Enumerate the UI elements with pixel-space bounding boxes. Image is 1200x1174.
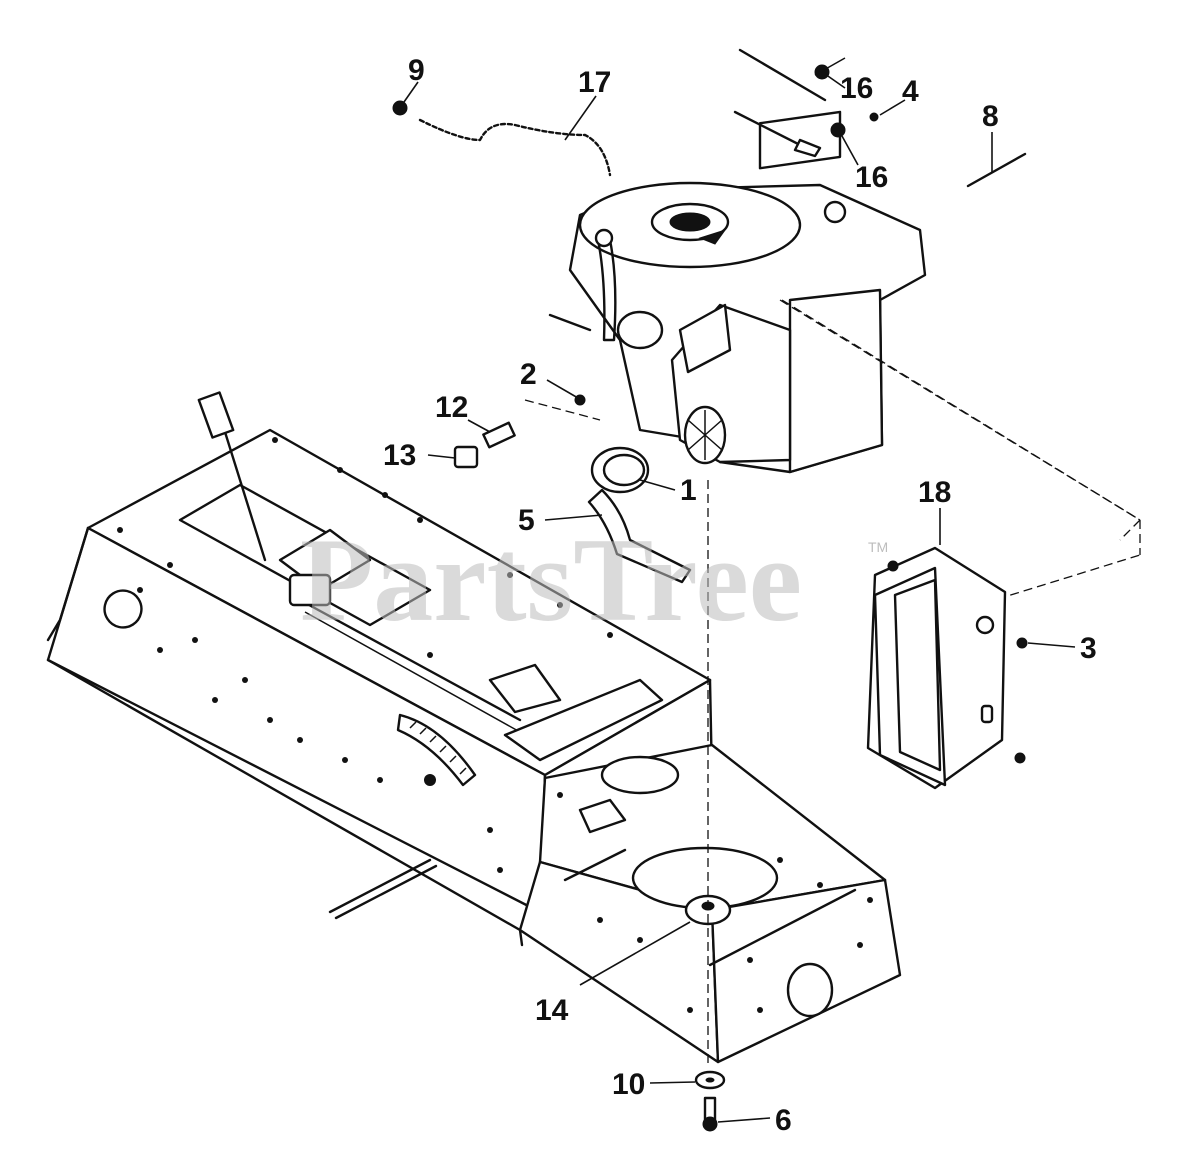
callout-16-lower: 16 <box>855 161 888 194</box>
partstree-watermark: PartsTree TM <box>300 513 888 646</box>
part-16-cable-upper <box>738 48 846 102</box>
part-6-bolt <box>702 1096 718 1132</box>
watermark-text: PartsTree <box>300 513 802 646</box>
callout-3: 3 <box>1080 632 1097 665</box>
callout-10: 10 <box>612 1068 645 1101</box>
part-8-pin <box>966 152 1027 188</box>
callout-1: 1 <box>680 474 697 507</box>
watermark-trademark: TM <box>868 539 888 555</box>
part-3-screw <box>1016 637 1028 649</box>
part-14-pulley <box>684 894 732 926</box>
part-17-belt <box>418 118 612 177</box>
callout-9: 9 <box>408 54 425 87</box>
part-12-fitting <box>482 421 516 449</box>
part-10-washer <box>694 1070 726 1090</box>
part-3-screw-lower <box>1014 752 1026 764</box>
part-13-cap <box>453 445 479 469</box>
callout-4: 4 <box>902 75 919 108</box>
frame-holes <box>117 437 873 1013</box>
callout-8: 8 <box>982 100 999 133</box>
callout-17: 17 <box>578 66 611 99</box>
part-16-cable-lower <box>733 110 879 158</box>
callout-5: 5 <box>518 504 535 537</box>
callout-labels: 9 17 16 4 8 16 2 12 13 1 5 18 3 14 10 6 <box>383 54 1097 1137</box>
part-9-nut <box>392 100 408 116</box>
callout-12: 12 <box>435 391 468 424</box>
callout-14: 14 <box>535 994 569 1027</box>
engine-assembly <box>524 110 1141 621</box>
callout-13: 13 <box>383 439 416 472</box>
callout-16-upper: 16 <box>840 72 873 105</box>
part-18-cover <box>866 546 1007 790</box>
part-5-pipe <box>587 488 692 584</box>
part-1-clamp <box>590 446 650 494</box>
callout-18: 18 <box>918 476 951 509</box>
leader-lines <box>403 73 1076 1123</box>
callout-2: 2 <box>520 358 537 391</box>
callout-6: 6 <box>775 1104 792 1137</box>
frame-assembly <box>46 391 902 1064</box>
